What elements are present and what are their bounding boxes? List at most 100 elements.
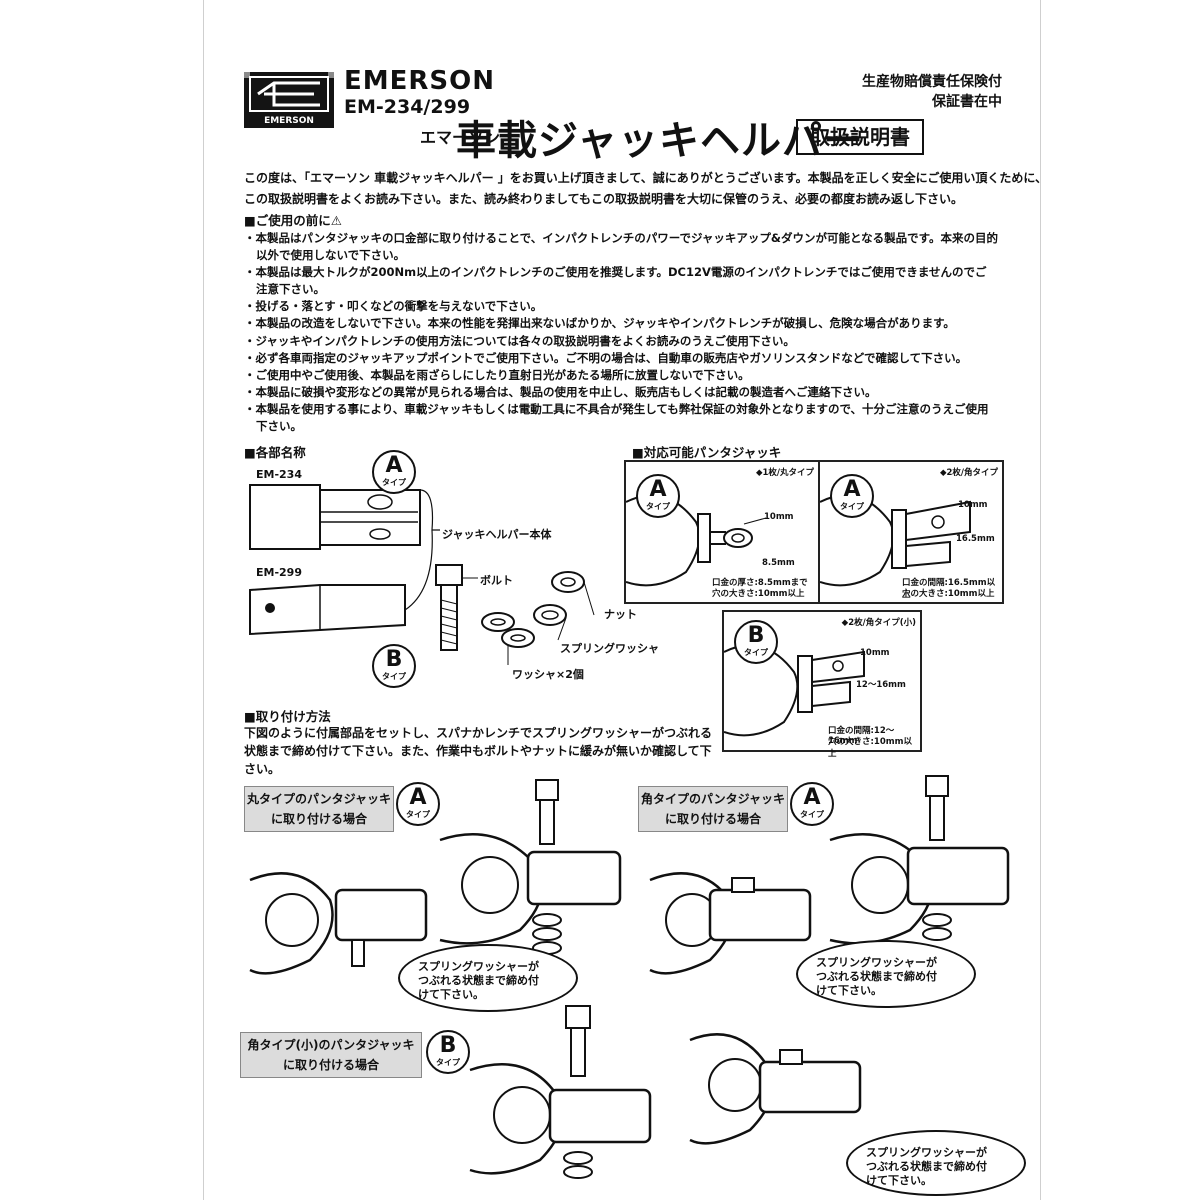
brand-name: EMERSON — [344, 66, 496, 96]
em-234-body — [249, 484, 421, 550]
emerson-logo: EMERSON — [244, 72, 334, 128]
warranty-line-2: 保証書在中 — [932, 94, 1002, 110]
jack-note-2: 穴の大きさ:10mm以上 — [902, 589, 995, 599]
model-a-label: EM-234 — [256, 468, 302, 481]
caution-line: ・本製品に破損や変形などの異常が見られる場合は、製品の使用を中止し、販売店もしく… — [244, 384, 877, 399]
washer-label: ワッシャ×2個 — [512, 668, 584, 681]
install-box-square: 角タイプのパンタジャッキ に取り付ける場合 — [638, 786, 788, 832]
badge-type: タイプ — [382, 672, 406, 681]
bubble-line: つぶれる状態まで締め付 — [866, 1160, 987, 1173]
install-box-line: 丸タイプのパンタジャッキ — [246, 792, 391, 806]
model-number: EM-234/299 — [344, 96, 471, 118]
badge-type: タイプ — [840, 502, 864, 511]
badge-a-install-square: A タイプ — [790, 782, 834, 826]
badge-letter: B — [385, 647, 403, 672]
install-box-line: 角タイプ(小)のパンタジャッキ — [247, 1038, 415, 1052]
round-jack-illustration — [626, 494, 767, 587]
small-square-jack-illustration — [724, 644, 865, 737]
install-tip-bubble: スプリングワッシャーが つぶれる状態まで締め付 けて下さい。 — [796, 940, 976, 1008]
round-jack-install-2 — [439, 779, 622, 955]
badge-type: タイプ — [406, 810, 430, 819]
caution-line: ・必ず各車両指定のジャッキアップポイントでご使用下さい。ご不明の場合は、自動車の… — [244, 350, 968, 365]
caution-line: 注意下さい。 — [256, 282, 325, 297]
caution-line: 以外で使用しないで下さい。 — [256, 248, 406, 263]
intro-line-1: この度は、「エマーソン 車載ジャッキヘルパー 」をお買い上げ頂きまして、誠にあり… — [244, 171, 1048, 185]
logo-text: EMERSON — [264, 116, 314, 126]
jack-dim-2: 16.5mm — [956, 534, 995, 544]
bubble-line: けて下さい。 — [866, 1174, 932, 1187]
badge-letter: A — [385, 453, 403, 478]
bubble-line: スプリングワッシャーが — [816, 956, 937, 969]
bubble-line: けて下さい。 — [418, 988, 484, 1001]
caution-line: ・本製品を使用する事により、車載ジャッキもしくは電動工具に不具合が発生しても弊社… — [244, 401, 989, 416]
caution-heading: ■ご使用の前に⚠ — [244, 213, 343, 228]
parts-diagram — [249, 484, 595, 665]
caution-line: ・ジャッキやインパクトレンチの使用方法については各々の取扱説明書をよくお読みのう… — [244, 333, 795, 348]
bubble-line: つぶれる状態まで締め付 — [816, 970, 937, 983]
caution-line: ・本製品の改造をしないで下さい。本来の性能を発揮出来ないばかりか、ジャッキやイン… — [244, 316, 955, 331]
badge-letter: A — [843, 477, 861, 502]
badge-b-parts: B タイプ — [372, 644, 416, 688]
install-text: 下図のように付属部品をセットし、スパナかレンチでスプリングワッシャーがつぶれる … — [244, 724, 712, 778]
bubble-line: スプリングワッシャーが — [418, 960, 539, 973]
jack-dim-2: 8.5mm — [762, 558, 795, 568]
nut-icon — [551, 571, 585, 593]
caution-list: ・本製品はパンタジャッキの口金部に取り付けることで、インパクトレンチのパワーでジ… — [244, 230, 1044, 435]
caution-line: ・本製品は最大トルクが200Nm以上のインパクトレンチのご使用を推奨します。DC… — [244, 265, 987, 280]
badge-letter: B — [439, 1033, 457, 1058]
install-line-3: さい。 — [244, 762, 281, 776]
jacks-heading: ■対応可能パンタジャッキ — [632, 445, 782, 460]
jack-dim-1: 10mm — [764, 512, 794, 522]
intro-line-2: この取扱説明書をよくお読み下さい。また、読み終わりましてもこの取扱説明書を大切に… — [244, 192, 964, 206]
title-brand-kana: エマーソン — [420, 128, 501, 147]
install-box-line: に取り付ける場合 — [270, 812, 367, 826]
warranty-note: 生産物賠償責任保険付 保証書在中 — [862, 72, 1002, 112]
body-label: ジャッキヘルパー本体 — [442, 528, 552, 541]
square-jack-install-1 — [649, 872, 812, 975]
badge-b-small: B タイプ — [734, 620, 778, 664]
jack-note-1: 口金の間隔:16.5mm以上 — [902, 578, 996, 600]
bubble-line: スプリングワッシャーが — [866, 1146, 987, 1159]
intro-text: この度は、「エマーソン 車載ジャッキヘルパー 」をお買い上げ頂きまして、誠にあり… — [244, 168, 1048, 210]
jack-panel-square: ◆2枚/角タイプ 10mm 16.5mm 口金の間隔:16.5mm以上 穴の大き… — [818, 460, 1004, 604]
jack-dim-1: 10mm — [860, 648, 890, 658]
jack-panel-title: ◆2枚/角タイプ(小) — [841, 618, 916, 628]
parts-heading: ■各部名称 — [244, 445, 306, 460]
square-jack-illustration — [820, 494, 971, 587]
install-box-line: に取り付ける場合 — [282, 1058, 379, 1072]
badge-type: タイプ — [800, 810, 824, 819]
badge-type: タイプ — [646, 502, 670, 511]
caution-line: ・ご使用中やご使用後、本製品を雨ざらしにしたり直射日光があたる場所に放置しないで… — [244, 367, 750, 382]
page-right-edge — [1040, 0, 1041, 1200]
install-tip-bubble: スプリングワッシャーが つぶれる状態まで締め付 けて下さい。 — [398, 944, 578, 1012]
jack-panel-title: ◆1枚/丸タイプ — [755, 468, 814, 478]
washer-icon — [481, 612, 535, 648]
small-jack-install-2 — [689, 1033, 862, 1145]
model-b-label: EM-299 — [256, 566, 302, 579]
badge-a-parts: A タイプ — [372, 450, 416, 494]
install-illustrations — [249, 775, 1010, 1179]
jack-dim-2: 12～16mm — [856, 680, 906, 690]
page-title: 車載ジャッキヘルパー — [456, 118, 864, 164]
caution-line: ・本製品はパンタジャッキの口金部に取り付けることで、インパクトレンチのパワーでジ… — [244, 231, 998, 245]
jack-panel-title: ◆2枚/角タイプ — [939, 468, 998, 478]
warranty-line-1: 生産物賠償責任保険付 — [862, 74, 1002, 90]
spring-washer-label: スプリングワッシャ — [560, 642, 659, 655]
bolt-label: ボルト — [480, 574, 513, 587]
caution-line: ・投げる・落とす・叩くなどの衝撃を与えないで下さい。 — [244, 299, 543, 314]
badge-type: タイプ — [382, 478, 406, 487]
install-box-round: 丸タイプのパンタジャッキ に取り付ける場合 — [244, 786, 394, 832]
square-jack-install-2 — [829, 775, 1010, 945]
manual-label: 取扱説明書 — [796, 119, 924, 155]
emerson-logo-icon: EMERSON — [244, 72, 334, 126]
badge-b-install: B タイプ — [426, 1030, 470, 1074]
jack-panel-square-small: ◆2枚/角タイプ(小) 10mm 12～16mm 口金の間隔:12～16mm 穴… — [722, 610, 922, 759]
bolt-icon — [435, 564, 463, 651]
badge-a-round: A タイプ — [636, 474, 680, 518]
install-tip-bubble: スプリングワッシャーが つぶれる状態まで締め付 けて下さい。 — [846, 1130, 1026, 1196]
bubble-line: つぶれる状態まで締め付 — [418, 974, 539, 987]
install-box-line: 角タイプのパンタジャッキ — [640, 792, 785, 806]
badge-letter: A — [803, 785, 821, 810]
small-jack-install-1 — [469, 1005, 652, 1179]
badge-letter: A — [409, 785, 427, 810]
